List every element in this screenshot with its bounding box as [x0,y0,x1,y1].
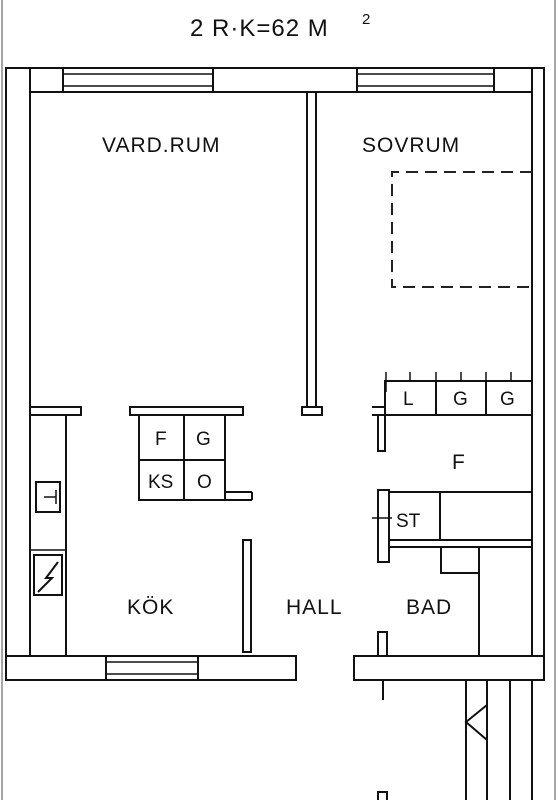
closet-door-jamb [377,414,386,452]
wardrobe-label-g1: G [453,389,468,410]
room-label-closet: F [452,451,466,474]
sink-icon [35,481,61,513]
storage-unit [372,489,533,563]
room-label-kitchen: KÖK [127,596,174,619]
window-kitchen [105,655,199,681]
plan-title-superscript: 2 [362,11,370,28]
room-label-bath: BAD [406,596,452,619]
appliance-block [129,406,253,501]
stove-flue-icon [33,554,63,596]
storage-label: ST [396,511,421,532]
room-label-living: VARD.RUM [102,134,220,157]
window-living [62,67,214,93]
fridge-label: F [155,429,167,450]
oven-label: O [197,472,212,493]
bath-door-jamb [377,631,388,657]
bathroom-walls [440,546,480,656]
outer-walls [5,67,545,681]
kitchen-counter [29,406,82,657]
freezer-label: G [196,429,211,450]
stair-post [377,791,388,800]
room-label-bedroom: SOVRUM [362,134,460,157]
bed-outline [391,171,532,288]
staircase [464,680,533,800]
room-label-hall: HALL [286,596,343,619]
kitchen-hall-partition [242,539,252,653]
window-bedroom [356,67,495,93]
plan-title: 2 R·K=62 M [190,15,329,42]
wardrobe-label-l: L [403,389,414,410]
partition-wall [301,91,323,416]
wardrobe-label-g2: G [500,389,515,410]
cooktop-label: KS [148,472,173,493]
